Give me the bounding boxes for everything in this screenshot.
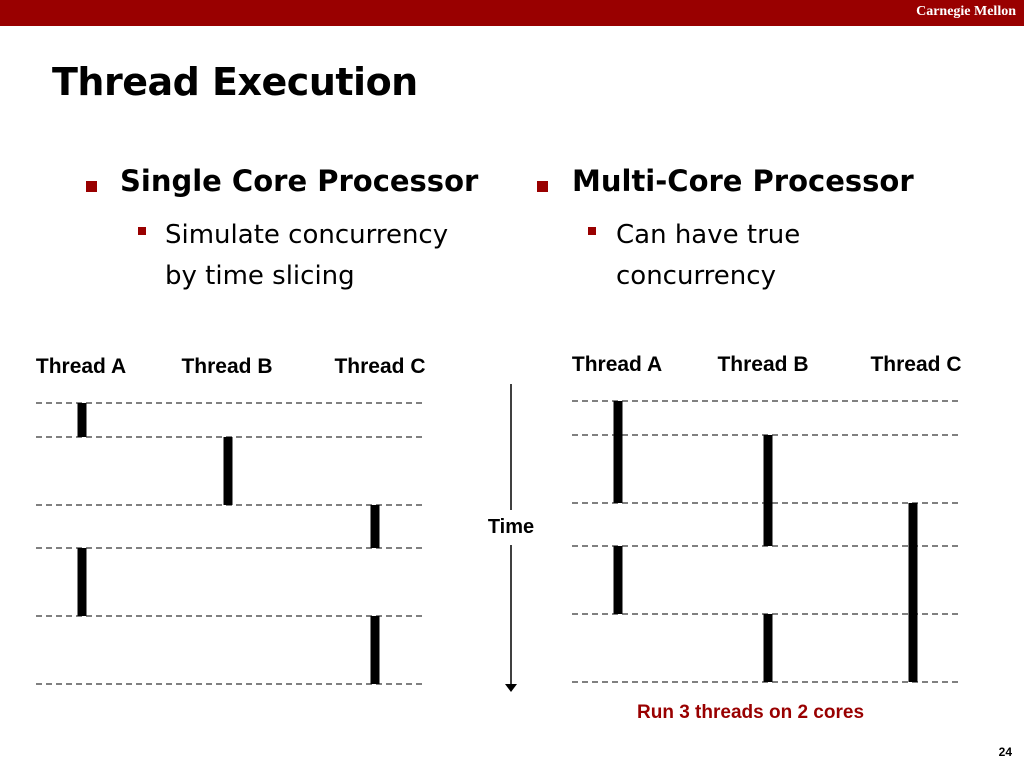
thread-execution-bar xyxy=(763,614,773,682)
single-core-desc-line1: Simulate concurrency xyxy=(165,220,449,250)
bullet-square-icon xyxy=(537,181,548,192)
single-core-heading: Single Core Processor xyxy=(120,164,479,198)
multi-core-description: Can have true concurrency xyxy=(616,215,800,297)
thread-execution-bar xyxy=(77,403,87,437)
thread-execution-bar xyxy=(77,548,87,616)
thread-label: Thread C xyxy=(870,353,961,376)
time-axis: Time xyxy=(488,384,534,692)
thread-execution-bar xyxy=(908,503,918,682)
thread-execution-bar xyxy=(763,435,773,546)
thread-execution-bar xyxy=(613,401,623,503)
slide-title: Thread Execution xyxy=(52,60,418,104)
bullet-square-icon xyxy=(86,181,97,192)
thread-label: Thread A xyxy=(572,353,662,376)
sub-bullet-square-icon xyxy=(588,227,596,235)
multi-core-desc-line2: concurrency xyxy=(616,261,776,291)
thread-label: Thread B xyxy=(717,353,808,376)
multi-core-timeline: Thread A Thread B Thread C xyxy=(572,353,962,683)
time-arrow-icon xyxy=(505,684,517,692)
single-core-desc-line2: by time slicing xyxy=(165,261,355,291)
thread-label: Thread B xyxy=(181,355,272,378)
diagram-caption: Run 3 threads on 2 cores xyxy=(637,702,865,723)
single-core-timeline: Thread A Thread B Thread C xyxy=(36,355,426,685)
thread-execution-bar xyxy=(370,505,380,548)
thread-label: Thread A xyxy=(36,355,126,378)
header-bar: Carnegie Mellon xyxy=(0,0,1024,26)
brand-text: Carnegie Mellon xyxy=(916,4,1016,19)
thread-execution-bar xyxy=(370,616,380,684)
page-number: 24 xyxy=(998,745,1012,759)
thread-execution-bar xyxy=(613,546,623,614)
sub-bullet-square-icon xyxy=(138,227,146,235)
single-core-description: Simulate concurrency by time slicing xyxy=(165,215,448,297)
multi-core-heading: Multi-Core Processor xyxy=(572,164,914,198)
multi-core-desc-line1: Can have true xyxy=(616,220,801,250)
time-label: Time xyxy=(488,516,534,538)
thread-execution-bar xyxy=(223,437,233,505)
thread-label: Thread C xyxy=(334,355,425,378)
